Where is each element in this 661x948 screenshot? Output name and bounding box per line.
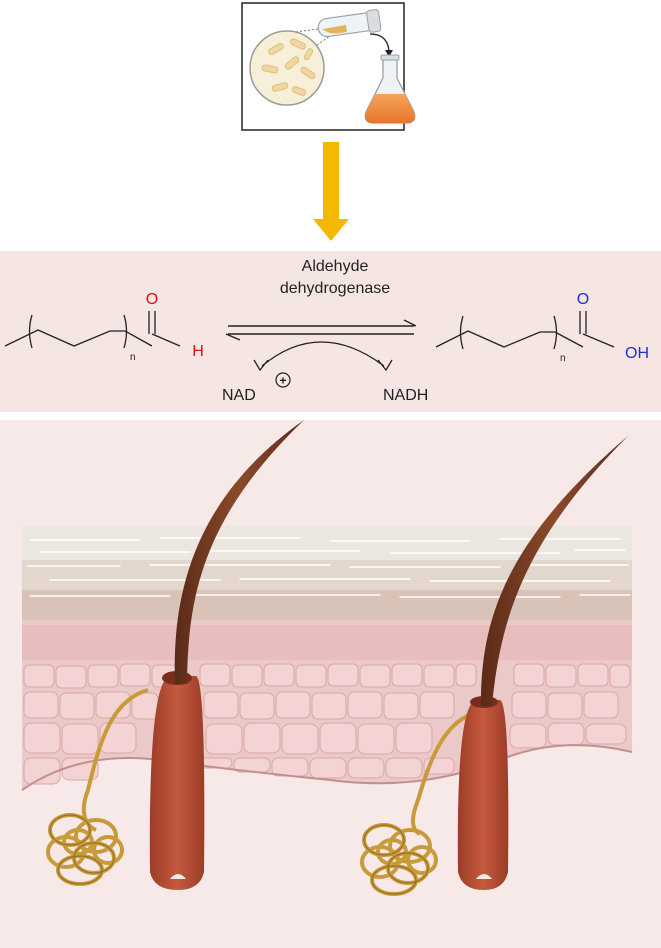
aldehyde-oxygen: O xyxy=(146,291,158,308)
hair-shaft-left xyxy=(174,420,304,684)
hair-follicle-right xyxy=(360,436,628,896)
enzyme-label-line2: dehydrogenase xyxy=(280,280,390,297)
positive-charge-icon xyxy=(275,372,291,388)
acid-hydroxyl: OH xyxy=(625,345,649,362)
cofactor-charge: + xyxy=(279,374,286,388)
follicle-right xyxy=(457,700,509,890)
cofactor-arrow xyxy=(253,341,393,372)
aldehyde-hydrogen: H xyxy=(192,343,204,360)
bacteria-culture-icon xyxy=(249,27,331,106)
cofactor-nad: NAD xyxy=(222,387,256,404)
aldehyde-structure xyxy=(4,311,181,349)
reaction-panel: Aldehyde dehydrogenase NAD + NADH xyxy=(0,251,661,412)
cell-row-4 xyxy=(23,757,455,785)
hair-follicle-left xyxy=(46,420,304,890)
culture-tube-icon xyxy=(317,9,382,38)
reaction-band xyxy=(0,251,661,412)
cell-row-3 xyxy=(23,722,627,755)
enzyme-label-line1: Aldehyde xyxy=(302,258,369,275)
right-repeat-index: n xyxy=(560,353,566,364)
equilibrium-arrows xyxy=(225,319,417,341)
erlenmeyer-flask-icon xyxy=(364,54,416,124)
acid-oxygen: O xyxy=(577,291,589,308)
culture-panel xyxy=(241,2,416,131)
process-arrow xyxy=(313,142,349,241)
cell-row-2 xyxy=(23,691,619,720)
cell-row-1 xyxy=(23,663,631,689)
sweat-duct-right xyxy=(411,710,479,836)
cofactor-nadh: NADH xyxy=(383,387,428,404)
follicle-left xyxy=(149,676,205,890)
transfer-arrow-icon xyxy=(369,33,393,57)
left-repeat-index: n xyxy=(130,352,136,363)
acid-structure xyxy=(435,311,615,350)
skin-illustration xyxy=(0,420,661,948)
